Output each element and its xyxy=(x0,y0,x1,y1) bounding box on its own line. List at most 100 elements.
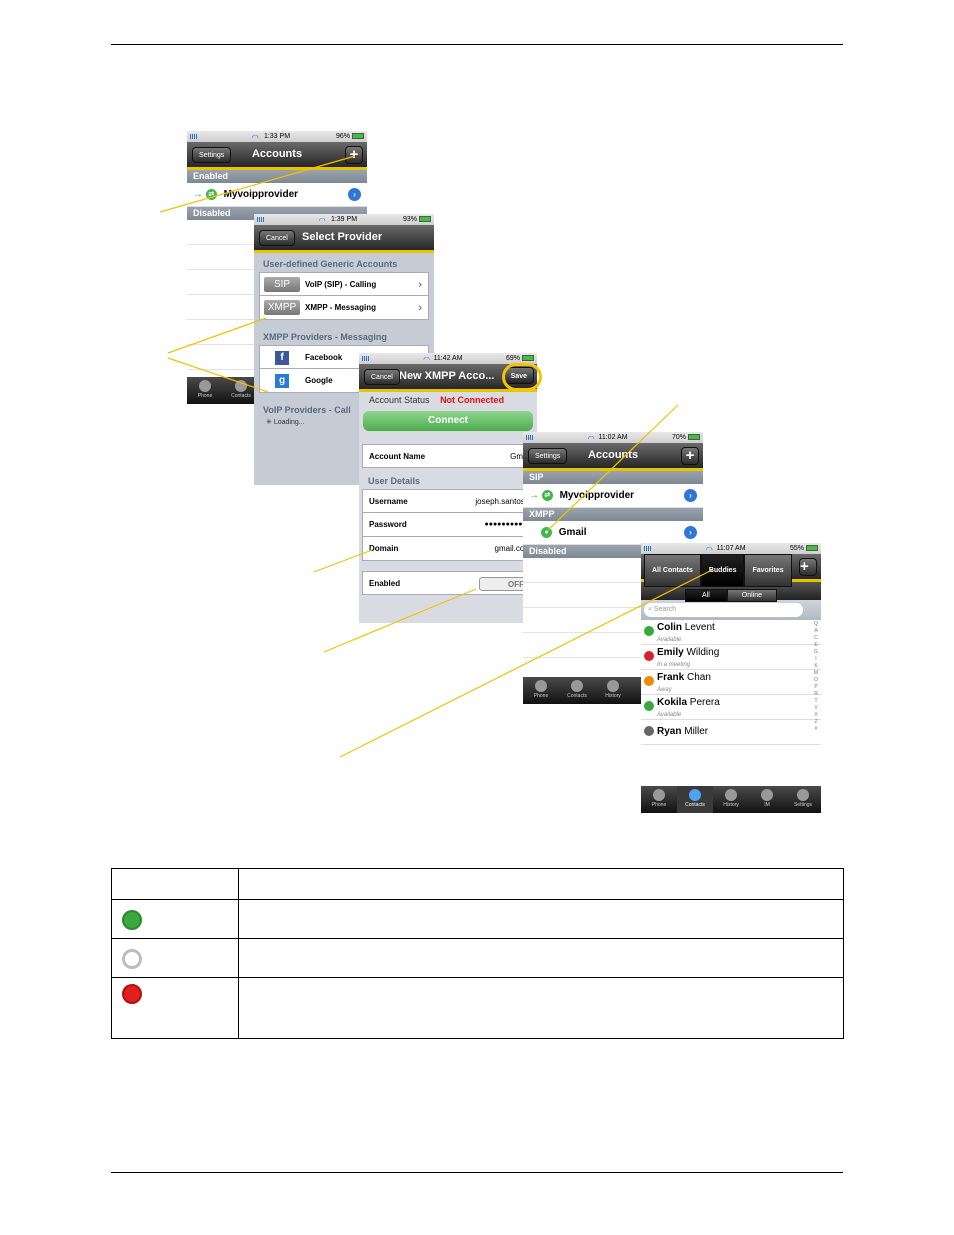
signal-icon xyxy=(526,435,534,440)
screen-new-xmpp-account: ◠ 11:42 AM 69% Cancel New XMPP Acco... S… xyxy=(359,353,537,623)
arrow-right-icon: → xyxy=(529,490,539,501)
contact-first-name: Emily xyxy=(657,647,684,658)
account-row[interactable]: → ⇄ Myvoipprovider › xyxy=(187,183,367,207)
tab-im[interactable]: IM xyxy=(749,786,785,813)
provider-sip-row[interactable]: SIP VoIP (SIP) - Calling › xyxy=(259,272,429,296)
wifi-icon: ◠ xyxy=(251,133,259,142)
contact-last-name: Levent xyxy=(684,622,715,633)
account-status-row: Account Status Not Connected xyxy=(359,392,537,408)
search-placeholder: Search xyxy=(653,606,677,613)
xmpp-status-icon: ● xyxy=(541,526,552,538)
table-row xyxy=(111,938,844,978)
tab-phone[interactable]: Phone xyxy=(641,786,677,813)
presence-icon xyxy=(644,701,654,711)
field-value: ●●●●●●●●●●● xyxy=(484,521,531,528)
connect-button[interactable]: Connect xyxy=(363,411,533,431)
table-header-row xyxy=(111,868,844,900)
arrow-right-icon: → xyxy=(193,189,203,200)
provider-xmpp-row[interactable]: XMPP XMPP - Messaging › xyxy=(259,296,429,320)
group-label: User Details xyxy=(368,476,421,486)
battery-icon: 55% xyxy=(790,543,818,554)
account-row[interactable]: ● Gmail › xyxy=(523,521,703,545)
contact-first-name: Frank xyxy=(657,672,685,683)
provider-label: XMPP - Messaging xyxy=(305,303,376,312)
status-time: 11:42 AM xyxy=(433,355,463,362)
xmpp-badge: XMPP xyxy=(264,300,300,315)
battery-icon: 70% xyxy=(672,432,700,443)
alpha-index[interactable]: Q A C E G I K M O P R T V X Z # xyxy=(813,621,819,732)
contact-row[interactable]: Ryan Miller xyxy=(641,720,821,745)
settings-back-button[interactable]: Settings xyxy=(192,147,232,163)
detail-disclosure-icon[interactable]: › xyxy=(684,489,697,502)
cancel-button[interactable]: Cancel xyxy=(364,369,400,385)
google-icon: g xyxy=(275,374,289,388)
nav-bar: Cancel Select Provider xyxy=(254,225,434,253)
wifi-icon: ◠ xyxy=(705,545,713,554)
tab-favorites[interactable]: Favorites xyxy=(744,554,792,587)
provider-label: VoIP (SIP) - Calling xyxy=(305,280,377,289)
online-status-icon xyxy=(122,909,142,930)
header-rule xyxy=(111,44,843,45)
add-account-button[interactable]: + xyxy=(681,447,699,465)
status-time: 11:07 AM xyxy=(716,545,746,552)
cancel-button[interactable]: Cancel xyxy=(259,230,295,246)
status-bar: ◠ 11:02 AM 70% xyxy=(523,432,703,443)
filter-online[interactable]: Online xyxy=(726,589,777,602)
tab-settings[interactable]: Settings xyxy=(785,786,821,813)
account-name: Myvoipprovider xyxy=(559,490,635,501)
contact-last-name: Chan xyxy=(687,672,711,683)
status-time: 1:33 PM xyxy=(263,133,291,140)
search-input[interactable]: ⌕ Search xyxy=(644,603,803,617)
tab-history[interactable]: History xyxy=(713,786,749,813)
search-bar: ⌕ Search xyxy=(641,600,821,620)
add-contact-button[interactable]: + xyxy=(799,558,817,576)
tab-contacts[interactable]: Contacts xyxy=(677,786,713,813)
add-account-button[interactable]: + xyxy=(345,146,363,164)
field-label: Enabled xyxy=(369,579,401,588)
settings-back-button[interactable]: Settings xyxy=(528,448,568,464)
detail-disclosure-icon[interactable]: › xyxy=(684,526,697,539)
nav-bar: Settings Accounts + xyxy=(187,142,367,170)
field-label: Account Name xyxy=(369,452,426,461)
battery-level: 70% xyxy=(671,434,686,441)
section-xmpp: XMPP xyxy=(523,508,703,521)
contact-last-name: Miller xyxy=(684,726,709,737)
nav-title: Accounts xyxy=(587,449,639,461)
password-field[interactable]: Password ●●●●●●●●●●● xyxy=(362,513,534,537)
nav-title: Select Provider xyxy=(302,231,383,243)
presence-icon xyxy=(644,626,654,636)
status-time: 1:39 PM xyxy=(330,216,358,223)
presence-icon xyxy=(644,651,654,661)
account-status-value: Not Connected xyxy=(440,395,505,405)
tab-phone[interactable]: Phone xyxy=(187,377,223,404)
field-label: Password xyxy=(369,520,407,529)
provider-label: Google xyxy=(305,376,333,385)
sip-status-icon: ⇄ xyxy=(541,489,553,501)
account-name-field[interactable]: Account Name Gmail xyxy=(362,444,534,468)
contact-first-name: Ryan xyxy=(657,726,682,737)
tab-buddies[interactable]: Buddies xyxy=(700,554,745,587)
tab-phone[interactable]: Phone xyxy=(523,677,559,704)
username-field[interactable]: Username joseph.santos.c xyxy=(362,489,534,513)
battery-icon: 93% xyxy=(403,214,431,225)
footer-rule xyxy=(111,1172,843,1173)
signal-icon xyxy=(257,217,265,222)
account-row[interactable]: → ⇄ Myvoipprovider › xyxy=(523,484,703,508)
domain-field[interactable]: Domain gmail.com xyxy=(362,537,534,561)
detail-disclosure-icon[interactable]: › xyxy=(348,188,361,201)
filter-all[interactable]: All xyxy=(684,589,727,602)
tab-history[interactable]: History xyxy=(595,677,631,704)
tab-contacts[interactable]: Contacts xyxy=(559,677,595,704)
battery-level: 93% xyxy=(402,216,417,223)
status-time: 11:02 AM xyxy=(598,434,628,441)
tab-all-contacts[interactable]: All Contacts xyxy=(644,554,701,587)
wifi-icon: ◠ xyxy=(318,216,326,225)
contact-last-name: Perera xyxy=(689,697,720,708)
presence-icon xyxy=(644,676,654,686)
nav-title: Accounts xyxy=(251,148,303,160)
